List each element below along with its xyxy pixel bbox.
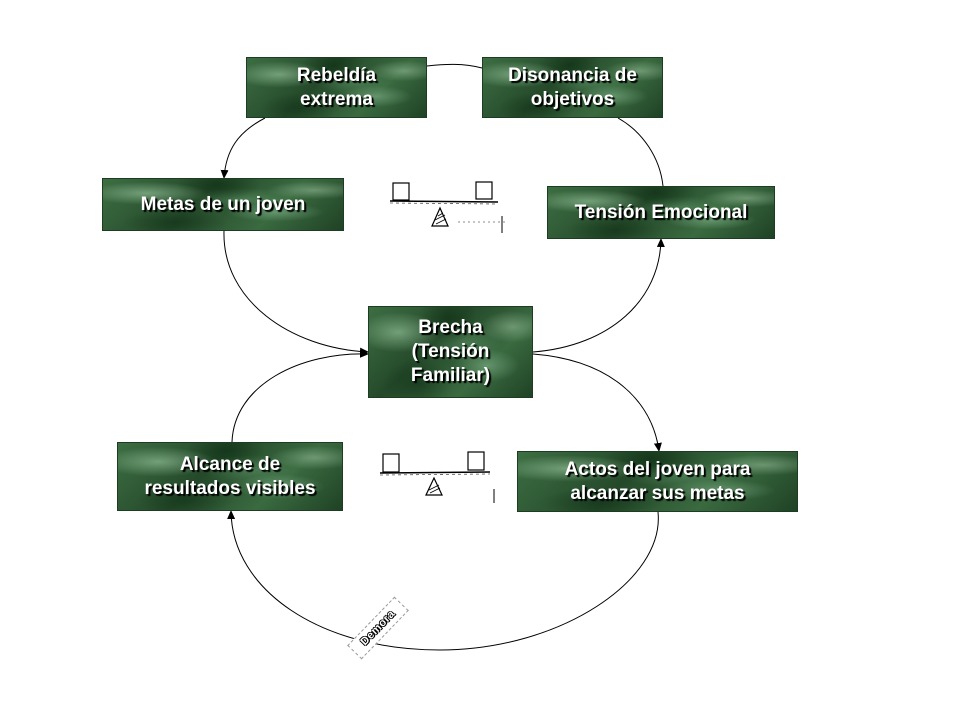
arrow-metas-to-brecha xyxy=(223,230,369,356)
node-disonancia-objetivos: Disonancia de objetivos xyxy=(482,57,663,118)
arrow-actos-to-alcance xyxy=(227,510,659,651)
node-metas-joven: Metas de un joven xyxy=(102,178,344,231)
arrow-brecha-to-actos xyxy=(532,353,662,452)
node-rebeldia-extrema: Rebeldía extrema xyxy=(246,57,427,118)
arrow-brecha-to-tension xyxy=(532,238,665,353)
arrow-alcance-to-brecha xyxy=(231,349,369,443)
arrow-disonancia-to-rebeldia xyxy=(426,63,483,69)
node-tension-emocional: Tensión Emocional xyxy=(547,186,775,239)
arrow-tension-to-disonancia xyxy=(617,117,664,187)
node-brecha: Brecha (Tensión Familiar) xyxy=(368,306,533,398)
arrow-rebeldia-to-metas xyxy=(220,117,266,179)
node-actos-joven: Actos del joven para alcanzar sus metas xyxy=(517,451,798,512)
node-alcance-resultados: Alcance de resultados visibles xyxy=(117,442,343,511)
balance-scale-icon xyxy=(379,451,495,503)
balance-scale-icon xyxy=(389,181,506,233)
